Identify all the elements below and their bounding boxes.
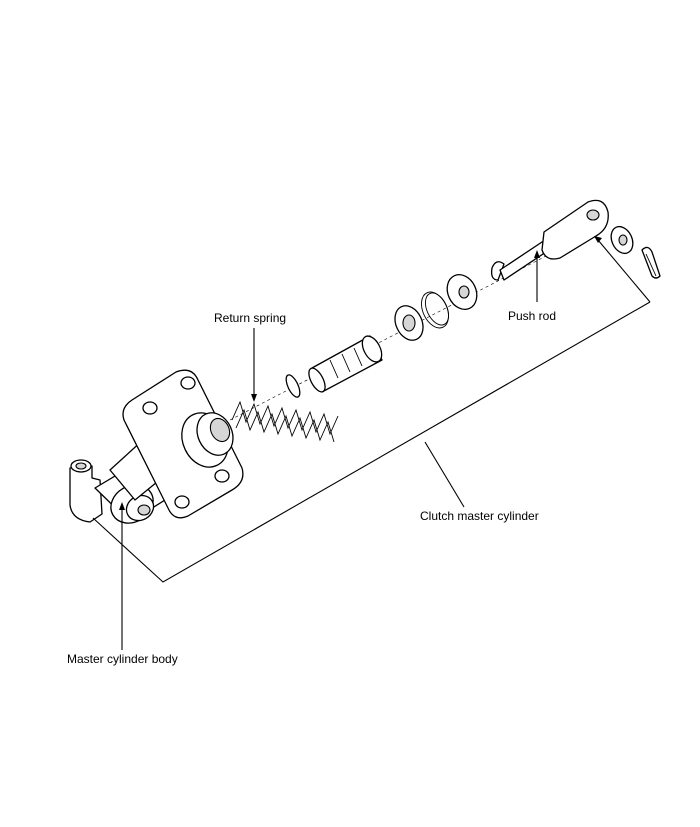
clutch-master-cylinder-arrow xyxy=(594,236,602,243)
clutch-master-cylinder-label: Clutch master cylinder xyxy=(420,509,539,523)
push-rod-label: Push rod xyxy=(508,309,557,323)
split-pin-part xyxy=(641,246,661,279)
clutch-master-cylinder-bracket xyxy=(92,301,651,583)
push-rod-part xyxy=(490,199,609,281)
clutch-master-cylinder-bracket-end xyxy=(597,239,651,303)
snap-ring-part xyxy=(421,291,450,329)
boot-part xyxy=(446,273,478,311)
return-spring-part xyxy=(231,374,339,443)
cup-seal-part xyxy=(394,305,424,341)
push-rod-arrow xyxy=(534,250,540,258)
master-cylinder-body-part xyxy=(69,369,244,524)
clutch-master-cylinder-leader xyxy=(424,441,465,508)
return-spring-arrow xyxy=(251,394,257,402)
washer-part xyxy=(610,225,634,255)
piston-part xyxy=(308,335,383,393)
return-spring-label: Return spring xyxy=(214,311,287,325)
master-cylinder-body-label: Master cylinder body xyxy=(67,652,178,666)
master-cylinder-body-arrow xyxy=(119,502,125,510)
